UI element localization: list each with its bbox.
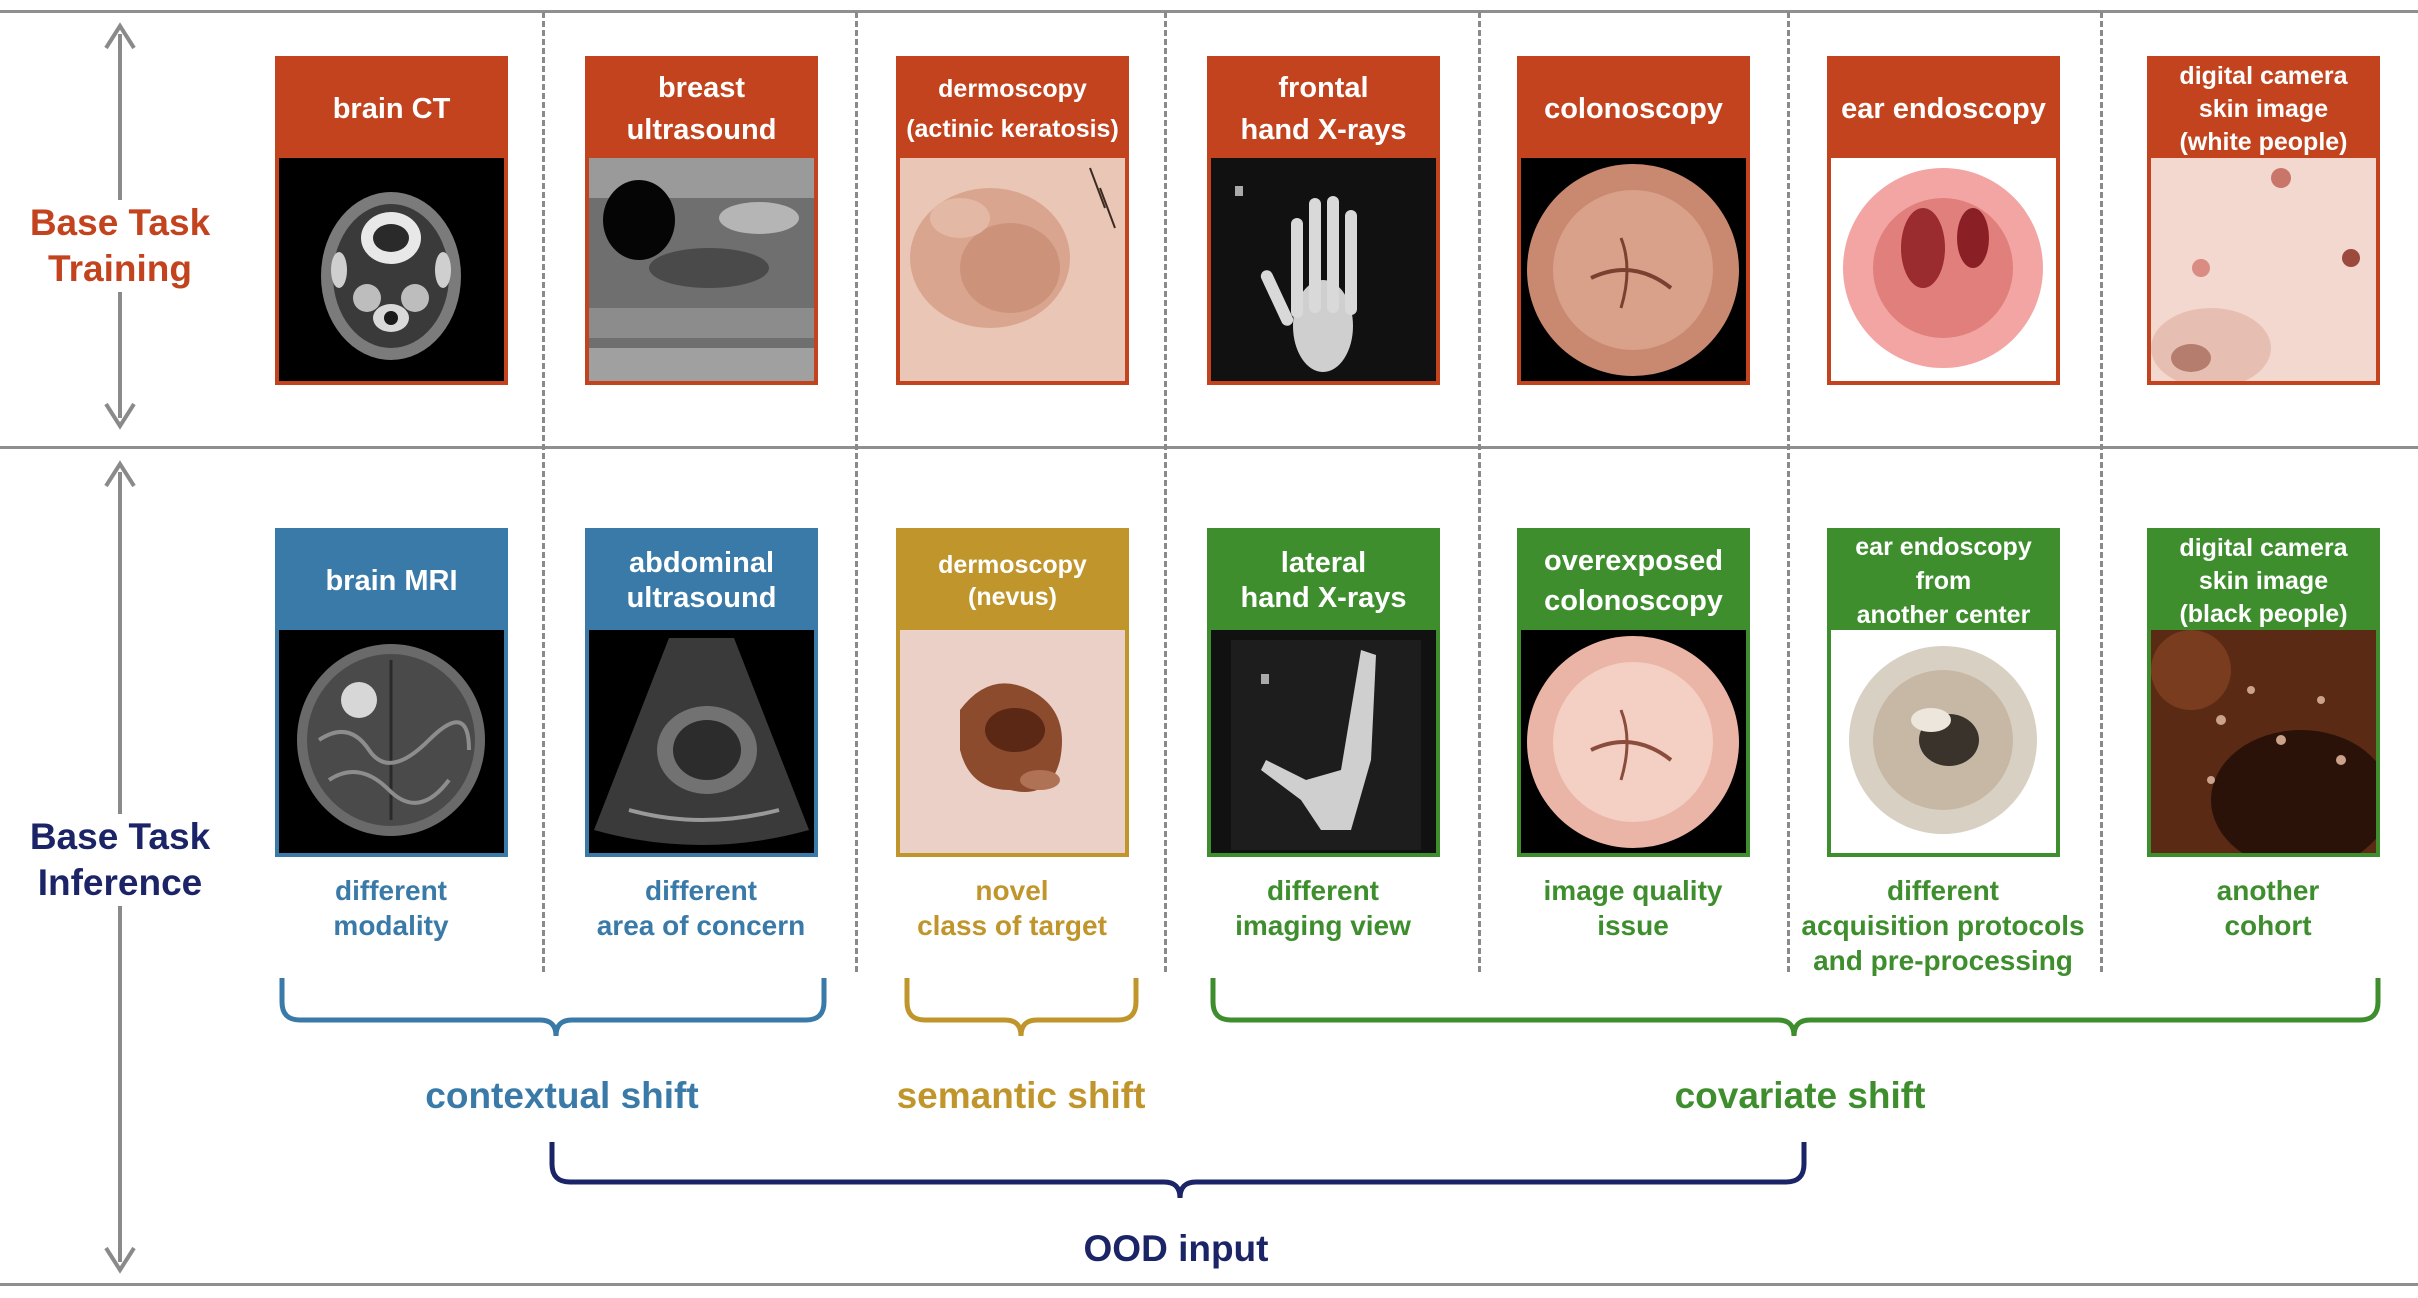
covariate-shift-brace	[1210, 978, 2381, 1037]
caption-different-area-of-concern: different area of concern	[596, 875, 806, 941]
training-row-label: Base Task Training	[0, 200, 240, 292]
colonoscopy-image	[1521, 158, 1746, 381]
card-title: dermoscopy (nevus)	[900, 532, 1125, 630]
semantic-shift-brace	[904, 978, 1139, 1037]
ood-input-brace	[549, 1142, 1807, 1199]
breast-ultrasound-image	[589, 158, 814, 381]
caption-different-modality: different modality	[333, 875, 449, 941]
card-title: ear endoscopy	[1831, 60, 2056, 158]
caption-novel-class-of-target: novel class of target	[917, 875, 1107, 941]
training-card-breast-ultrasound: breast ultrasound	[585, 56, 818, 385]
caption-different-acquisition-protocols: different acquisition protocols and pre-…	[1801, 875, 2085, 976]
column-separator	[542, 12, 545, 972]
skin-image-white-people	[2151, 158, 2376, 381]
training-card-colonoscopy: colonoscopy	[1517, 56, 1750, 385]
overexposed-colonoscopy-image	[1521, 630, 1746, 853]
card-title: ear endoscopy from another center	[1831, 532, 2056, 630]
card-title: breast ultrasound	[589, 60, 814, 158]
card-title: abdominal ultrasound	[589, 532, 814, 630]
training-card-dermoscopy-actinic-keratosis: dermoscopy (actinic keratosis)	[896, 56, 1129, 385]
inference-card-brain-mri: brain MRI	[275, 528, 508, 857]
inference-card-dermoscopy-nevus: dermoscopy (nevus)	[896, 528, 1129, 857]
bottom-rule	[0, 1283, 2418, 1286]
inference-card-skin-black-people: digital camera skin image (black people)	[2147, 528, 2380, 857]
training-card-skin-white-people: digital camera skin image (white people)	[2147, 56, 2380, 385]
card-title: dermoscopy (actinic keratosis)	[900, 60, 1125, 158]
column-separator	[1787, 12, 1790, 972]
frontal-hand-xray-image	[1211, 158, 1436, 381]
inference-card-lateral-hand-xrays: lateral hand X-rays	[1207, 528, 1440, 857]
semantic-shift-label: semantic shift	[896, 1075, 1146, 1116]
training-card-frontal-hand-xrays: frontal hand X-rays	[1207, 56, 1440, 385]
contextual-shift-label: contextual shift	[425, 1075, 699, 1116]
covariate-shift-label: covariate shift	[1674, 1075, 1926, 1116]
caption-image-quality-issue: image quality issue	[1543, 875, 1723, 941]
ear-endoscopy-image	[1831, 158, 2056, 381]
card-title: overexposed colonoscopy	[1521, 532, 1746, 630]
column-separator	[2100, 12, 2103, 972]
inference-card-abdominal-ultrasound: abdominal ultrasound	[585, 528, 818, 857]
column-separator	[1164, 12, 1167, 972]
caption-different-imaging-view: different imaging view	[1235, 875, 1411, 941]
brain-mri-image	[279, 630, 504, 853]
column-separator	[1478, 12, 1481, 972]
caption-another-cohort: another cohort	[2216, 875, 2320, 941]
ear-endoscopy-other-center-image	[1831, 630, 2056, 853]
top-rule	[0, 10, 2418, 13]
training-card-ear-endoscopy: ear endoscopy	[1827, 56, 2060, 385]
training-card-brain-ct: brain CT	[275, 56, 508, 385]
card-title: lateral hand X-rays	[1211, 532, 1436, 630]
inference-card-ear-endoscopy-other-center: ear endoscopy from another center	[1827, 528, 2060, 857]
middle-rule	[0, 446, 2418, 449]
ood-input-label: OOD input	[1083, 1228, 1269, 1269]
column-separator	[855, 12, 858, 972]
brain-ct-image	[279, 158, 504, 381]
abdominal-ultrasound-image	[589, 630, 814, 853]
card-title: brain CT	[279, 60, 504, 158]
lateral-hand-xray-image	[1211, 630, 1436, 853]
skin-image-black-people	[2151, 630, 2376, 853]
inference-card-overexposed-colonoscopy: overexposed colonoscopy	[1517, 528, 1750, 857]
card-title: colonoscopy	[1521, 60, 1746, 158]
dermoscopy-actinic-keratosis-image	[900, 158, 1125, 381]
contextual-shift-brace	[279, 978, 827, 1037]
card-title: digital camera skin image (white people)	[2151, 60, 2376, 158]
card-title: frontal hand X-rays	[1211, 60, 1436, 158]
inference-row-label: Base Task Inference	[0, 814, 240, 906]
card-title: brain MRI	[279, 532, 504, 630]
card-title: digital camera skin image (black people)	[2151, 532, 2376, 630]
dermoscopy-nevus-image	[900, 630, 1125, 853]
